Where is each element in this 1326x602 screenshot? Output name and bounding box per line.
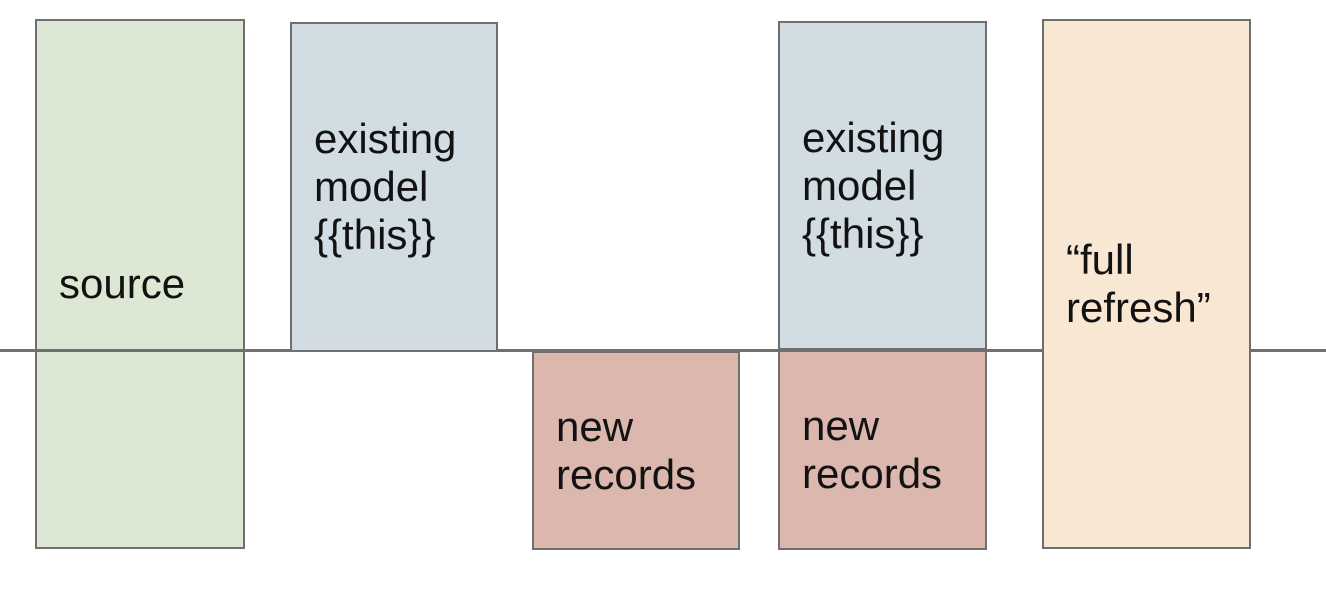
existing-model-box-2-label: existing model {{this}}: [802, 113, 945, 257]
existing-model-box-1-label: existing model {{this}}: [314, 115, 457, 258]
new-records-box-1-label: new records: [556, 402, 697, 498]
full-refresh-box: “full refresh”: [1042, 19, 1251, 549]
horizontal-divider-line: [0, 349, 1326, 352]
existing-model-box-2: existing model {{this}}: [778, 21, 987, 350]
source-box-label: source: [59, 260, 186, 307]
new-records-box-1: new records: [532, 351, 740, 550]
new-records-box-2-label: new records: [802, 402, 943, 497]
new-records-box-2: new records: [778, 350, 987, 550]
existing-model-box-1: existing model {{this}}: [290, 22, 498, 352]
full-refresh-box-label: “full refresh”: [1066, 236, 1211, 331]
source-box: source: [35, 19, 245, 549]
